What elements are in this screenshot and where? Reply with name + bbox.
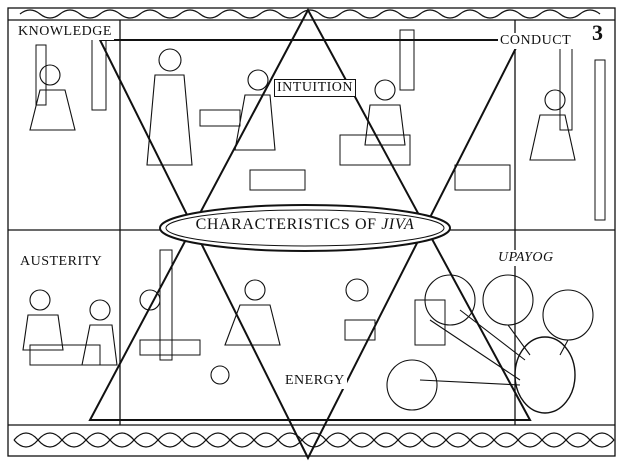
diagram-title: CHARACTERISTICS OF JIVA xyxy=(165,216,445,234)
outer-frame xyxy=(7,7,616,457)
label-austerity: AUSTERITY xyxy=(18,254,105,270)
page-number: 3 xyxy=(592,20,603,45)
label-upayog: UPAYOG xyxy=(496,250,556,266)
label-knowledge: KNOWLEDGE xyxy=(16,24,114,40)
top-ornament-band xyxy=(8,9,615,21)
downward-triangle xyxy=(98,39,522,461)
label-energy: ENERGY xyxy=(283,373,347,389)
title-text: CHARACTERISTICS OF xyxy=(195,216,382,233)
title-ellipse xyxy=(159,204,451,252)
meditating-head xyxy=(514,336,576,414)
label-conduct: CONDUCT xyxy=(498,33,574,49)
title-emphasis: JIVA xyxy=(381,216,415,233)
bottom-ornament-band xyxy=(8,424,615,448)
label-intuition: INTUITION xyxy=(274,79,357,97)
